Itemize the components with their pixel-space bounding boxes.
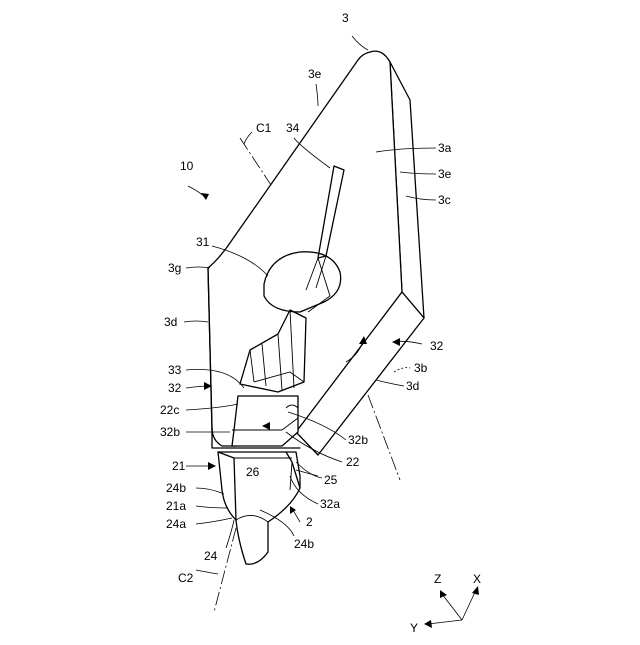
arrow-2-head bbox=[290, 506, 296, 514]
label-24: 24 bbox=[204, 549, 218, 563]
axis-triad: Z X Y bbox=[410, 572, 481, 635]
triad-y-line bbox=[428, 620, 462, 624]
label-24b-left: 24b bbox=[166, 481, 186, 495]
label-34: 34 bbox=[286, 121, 300, 135]
block-22c bbox=[232, 396, 298, 446]
leader-21a bbox=[196, 506, 228, 508]
leader-24 bbox=[226, 520, 234, 548]
label-32b-left: 32b bbox=[160, 425, 180, 439]
leader-3d-left bbox=[184, 321, 208, 322]
label-c2: C2 bbox=[178, 571, 194, 585]
label-22: 22 bbox=[346, 455, 360, 469]
label-c1: C1 bbox=[256, 121, 272, 135]
label-22c: 22c bbox=[160, 403, 179, 417]
axis-c2 bbox=[214, 528, 236, 612]
arrow-10-head bbox=[201, 193, 209, 200]
label-3d-left: 3d bbox=[164, 315, 177, 329]
triad-x-head bbox=[472, 586, 479, 595]
label-3e-right: 3e bbox=[438, 167, 452, 181]
arrow-21-head bbox=[208, 462, 216, 470]
axis-label-z: Z bbox=[434, 572, 441, 586]
label-31: 31 bbox=[196, 235, 210, 249]
leader-3d-right bbox=[376, 380, 404, 386]
axis-label-x: X bbox=[473, 572, 481, 586]
leader-3b bbox=[394, 368, 410, 373]
label-3b: 3b bbox=[414, 361, 428, 375]
rake-face-3a bbox=[208, 51, 402, 446]
label-32a: 32a bbox=[320, 497, 340, 511]
label-32-left: 32 bbox=[168, 381, 182, 395]
leader-24a bbox=[196, 518, 232, 524]
leader-3 bbox=[352, 36, 368, 50]
label-21: 21 bbox=[172, 459, 186, 473]
leader-c2 bbox=[196, 570, 218, 574]
label-3c: 3c bbox=[438, 193, 451, 207]
leader-c1 bbox=[244, 132, 252, 144]
label-24b-bottom: 24b bbox=[294, 537, 314, 551]
label-3e-top: 3e bbox=[308, 67, 322, 81]
cutting-block bbox=[232, 396, 298, 446]
label-26: 26 bbox=[246, 465, 260, 479]
label-3: 3 bbox=[342, 11, 349, 25]
triad-z-line bbox=[442, 594, 462, 620]
label-3g: 3g bbox=[168, 261, 181, 275]
triad-y-head bbox=[424, 620, 432, 628]
label-32-right: 32 bbox=[430, 339, 444, 353]
label-3a: 3a bbox=[438, 141, 452, 155]
label-24a: 24a bbox=[166, 517, 186, 531]
triad-x-line bbox=[462, 590, 476, 620]
triad-z-head bbox=[440, 590, 447, 598]
leader-24b-left bbox=[196, 488, 224, 494]
axis-c1-lower bbox=[368, 395, 400, 480]
label-21a: 21a bbox=[166, 499, 186, 513]
leader-3e-top bbox=[316, 84, 318, 106]
label-25: 25 bbox=[324, 473, 338, 487]
label-32b-right: 32b bbox=[348, 433, 368, 447]
label-3d-right: 3d bbox=[406, 379, 419, 393]
axis-label-y: Y bbox=[410, 621, 418, 635]
label-2: 2 bbox=[306, 515, 313, 529]
leader-3g bbox=[186, 267, 210, 268]
label-10: 10 bbox=[180, 159, 194, 173]
label-33: 33 bbox=[168, 363, 182, 377]
